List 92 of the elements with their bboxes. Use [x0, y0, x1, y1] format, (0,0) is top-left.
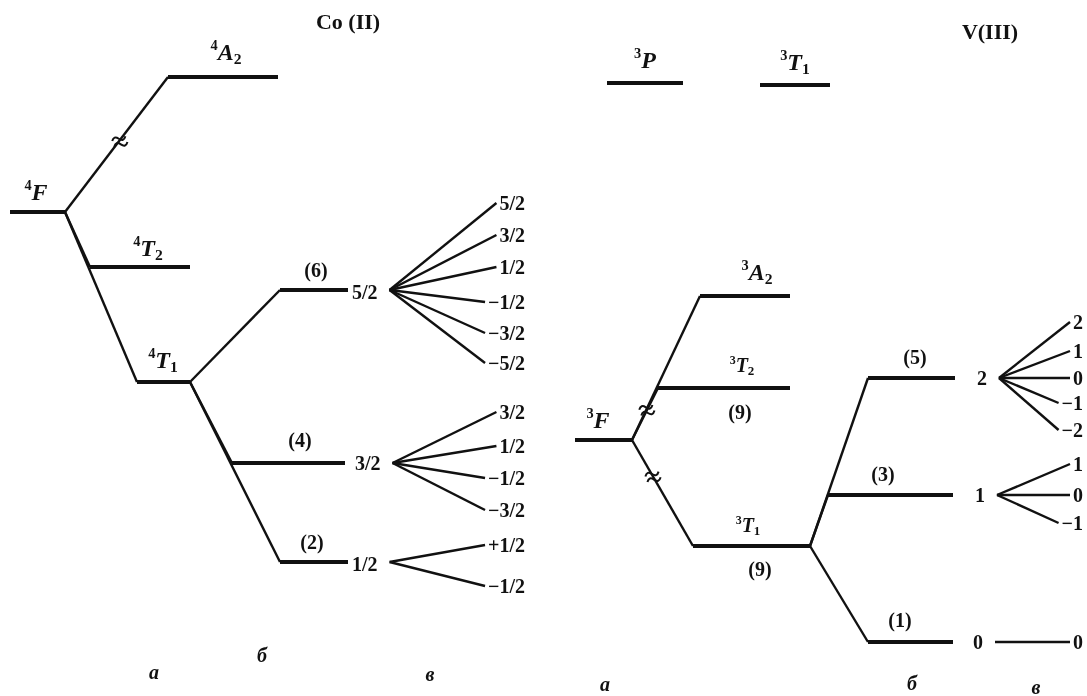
spin-sublevel-label: 0 — [1073, 484, 1083, 506]
j-value-label: 0 — [973, 631, 983, 653]
column-letter: б — [907, 671, 917, 695]
energy-level — [168, 38, 278, 79]
connector-line — [389, 233, 497, 292]
connector-line — [389, 288, 486, 335]
degeneracy-label: (3) — [871, 463, 895, 485]
connector-line — [188, 381, 282, 563]
spin-sublevel-label: 1/2 — [499, 435, 525, 457]
spin-sublevel-label: 1 — [1073, 340, 1083, 362]
term-symbol: $^{3}$F — [586, 406, 610, 434]
term-symbol: $^{4}$T$_{2}$ — [133, 234, 163, 262]
connector-line — [998, 377, 1060, 431]
column-letter: а — [149, 660, 159, 684]
connector-line — [63, 211, 139, 383]
energy-level — [658, 354, 790, 423]
degeneracy-label: (9) — [728, 401, 752, 423]
connector-line — [189, 289, 281, 383]
connector-line — [998, 349, 1071, 380]
connector-line — [389, 543, 486, 564]
connector-line — [389, 288, 486, 304]
term-symbol: $^{3}$P — [634, 46, 656, 74]
connector-line — [64, 76, 169, 213]
connector-line — [630, 439, 695, 547]
spin-sublevel-label: 2 — [1073, 311, 1083, 333]
j-value-label: 5/2 — [352, 281, 378, 303]
connector-line — [388, 202, 498, 291]
connector-line — [998, 321, 1071, 379]
energy-level — [10, 178, 65, 214]
spin-sublevel-label: −3/2 — [488, 322, 525, 344]
connector-line — [998, 376, 1060, 405]
j-value-label: 1 — [975, 484, 985, 506]
spin-sublevel-label: −2 — [1061, 419, 1083, 441]
column-letter: в — [1031, 675, 1041, 696]
connector-line — [999, 376, 1070, 380]
degeneracy-label: (1) — [888, 609, 912, 631]
connector-line — [997, 493, 1070, 497]
spin-sublevel-label: −3/2 — [488, 499, 525, 521]
term-symbol: $^{4}$F — [24, 178, 48, 206]
degeneracy-label: $^{3}$T$_{2}$ — [729, 354, 755, 376]
j-value-label: 3/2 — [355, 452, 381, 474]
energy-level — [137, 346, 190, 384]
connector-line — [392, 461, 486, 480]
spin-sublevel-label: 0 — [1073, 367, 1083, 389]
ion-label: Co (II) — [315, 9, 381, 35]
degeneracy-label: (4) — [288, 429, 312, 451]
spin-sublevel-label: −1/2 — [488, 291, 525, 313]
connector-line — [630, 387, 660, 441]
energy-level — [90, 234, 190, 269]
energy-level — [700, 258, 790, 298]
spin-sublevel-label: +1/2 — [488, 534, 525, 556]
connector-line — [995, 640, 1070, 644]
degeneracy-label: $^{3}$T$_{1}$ — [735, 514, 761, 536]
degeneracy-label: (6) — [304, 259, 328, 281]
connector-line — [392, 444, 497, 465]
energy-level — [693, 514, 810, 580]
term-symbol: $^{4}$A$_{2}$ — [210, 38, 242, 66]
j-value-label: 1/2 — [352, 553, 378, 575]
energy-level — [760, 48, 830, 87]
spin-sublevel-label: −1 — [1061, 512, 1083, 534]
spin-sublevel-label: 3/2 — [499, 224, 525, 246]
connector-line — [808, 545, 870, 643]
ion-label: V(III) — [961, 19, 1019, 45]
connector-line — [392, 410, 497, 465]
connector-line — [392, 461, 486, 512]
spin-sublevel-label: −5/2 — [488, 352, 525, 374]
energy-level — [607, 46, 683, 85]
spin-sublevel-label: −1/2 — [488, 575, 525, 597]
connector-line — [996, 462, 1071, 497]
column-letter: в — [425, 662, 435, 686]
spin-sublevel-label: −1/2 — [488, 467, 525, 489]
spin-sublevel-label: 3/2 — [499, 401, 525, 423]
connector-line — [388, 289, 486, 364]
degeneracy-label: (5) — [903, 346, 927, 368]
connector-line — [389, 265, 497, 292]
energy-level — [575, 406, 632, 442]
term-symbol: $^{3}$A$_{2}$ — [741, 258, 773, 286]
column-letter: б — [257, 643, 267, 667]
term-symbol: $^{3}$T$_{1}$ — [780, 48, 810, 76]
spin-sublevel-label: 0 — [1073, 631, 1083, 653]
degeneracy-label: (2) — [300, 531, 324, 553]
spin-sublevel-label: −1 — [1061, 392, 1083, 414]
connector-line — [808, 494, 830, 547]
j-value-label: 2 — [977, 367, 987, 389]
term-symbol: $^{4}$T$_{1}$ — [148, 346, 178, 374]
spin-sublevel-label: 1/2 — [499, 256, 525, 278]
connector-line — [389, 560, 486, 588]
spin-sublevel-label: 1 — [1073, 453, 1083, 475]
degeneracy-label: (9) — [748, 558, 772, 580]
column-letter: а — [600, 672, 610, 696]
connector-line — [996, 493, 1060, 525]
spin-sublevel-label: 5/2 — [499, 192, 525, 214]
